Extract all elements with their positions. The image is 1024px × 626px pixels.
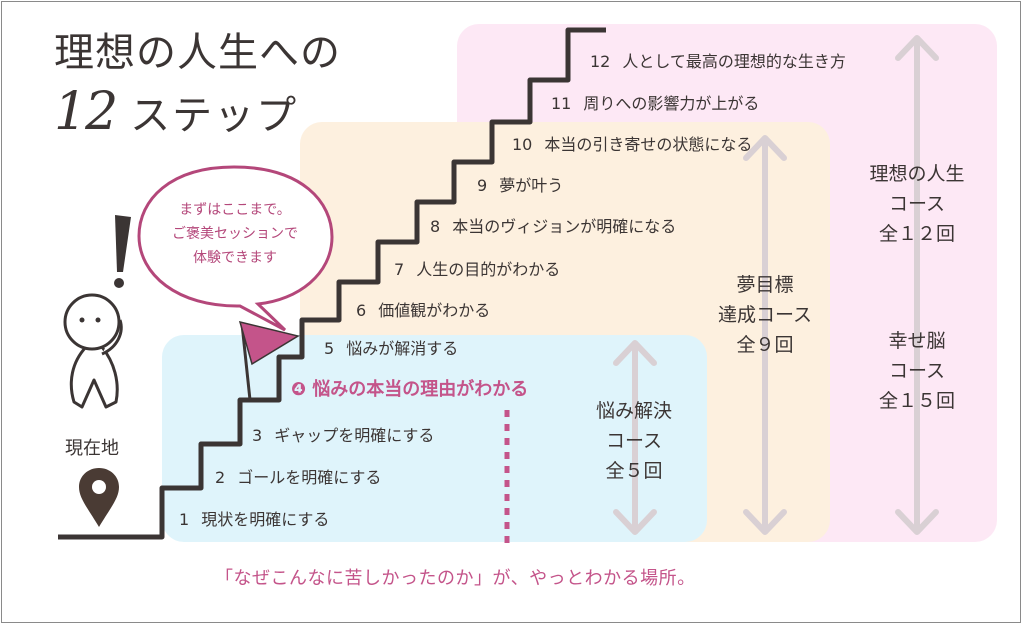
worry-solution-course-panel [162, 335, 707, 542]
course-sessions: 全１２回 [878, 223, 955, 245]
step-number: 2 [215, 468, 226, 487]
step-label: 本当の引き寄せの状態になる [544, 135, 753, 154]
speech-bubble-text: まずはここまで。 ご褒美セッションで 体験できます [150, 198, 320, 270]
step-label: ギャップを明確にする [274, 426, 435, 445]
step-label: 人として最高の理想的な生き方 [622, 52, 846, 71]
step-label: 周りへの影響力が上がる [583, 94, 760, 113]
course-sessions: 全１５回 [878, 390, 955, 412]
step-number: 10 [512, 135, 533, 154]
worry-solution-course-label: 悩み解決 コース 全５回 [584, 396, 684, 486]
step-label: 悩みが解消する [346, 339, 459, 358]
happy-brain-course-label: 幸せ脳 コース 全１５回 [857, 326, 977, 416]
step-number: 6 [356, 301, 367, 320]
step-number: 7 [394, 260, 405, 279]
step-2: 2 ゴールを明確にする [215, 464, 381, 488]
footer-caption: 「なぜこんなに苦しかったのか」が、やっとわかる場所。 [215, 568, 696, 589]
step-1: 1 現状を明確にする [179, 506, 329, 530]
step-number: 5 [324, 339, 335, 358]
speech-bubble [137, 165, 334, 332]
dream-goal-course-label: 夢目標 達成コース 全９回 [705, 270, 825, 360]
course-name: 理想の人生 [869, 163, 965, 185]
step-label: 本当のヴィジョンが明確になる [452, 217, 677, 236]
step-6: 6 価値観がわかる [356, 297, 490, 321]
happy-brain-arrow-icon [895, 35, 939, 535]
bubble-line2: ご褒美セッションで [172, 226, 298, 242]
step-label: 価値観がわかる [378, 301, 491, 320]
course-type: 達成コース [717, 304, 813, 326]
step-label: 夢が叶う [499, 176, 564, 195]
step-11: 11 周りへの影響力が上がる [551, 90, 759, 114]
course-type: コース [605, 430, 663, 452]
step-3: 3 ギャップを明確にする [252, 422, 434, 446]
course-name: 幸せ脳 [888, 330, 946, 352]
person-icon [63, 293, 123, 409]
title-line1: 理想の人生への [54, 30, 341, 76]
dream-goal-arrow-icon [743, 135, 787, 535]
exclamation-icon [114, 215, 131, 288]
step-10: 10 本当の引き寄せの状態になる [512, 131, 752, 155]
flag-icon [238, 320, 300, 401]
step-number: ❹ [291, 379, 307, 400]
step-label: 人生の目的がわかる [416, 260, 561, 279]
step-number: 9 [477, 176, 488, 195]
worry-solution-arrow-icon [613, 340, 657, 535]
course-name: 夢目標 [736, 274, 794, 296]
bubble-line1: まずはここまで。 [179, 202, 291, 218]
step-9: 9 夢が叶う [477, 172, 563, 196]
step-12: 12 人として最高の理想的な生き方 [590, 48, 846, 72]
current-location-label: 現在地 [65, 438, 119, 459]
ideal-life-course-label: 理想の人生 コース 全１２回 [857, 159, 977, 249]
step-number: 11 [551, 94, 572, 113]
step-7: 7 人生の目的がわかる [394, 256, 560, 280]
step-number: 12 [590, 52, 611, 71]
course-sessions: 全９回 [736, 334, 794, 356]
course-type: コース [888, 193, 946, 215]
step-label: ゴールを明確にする [237, 468, 382, 487]
title-line2: 12 ステップ [54, 82, 298, 142]
course-name: 悩み解決 [595, 400, 672, 422]
step-number: 8 [430, 217, 441, 236]
title-number: 12 [54, 82, 118, 142]
bubble-line3: 体験できます [193, 250, 277, 266]
step-number: 3 [252, 426, 263, 445]
course-type: コース [888, 360, 946, 382]
step-number: 1 [179, 510, 190, 529]
range-arrows [613, 35, 939, 535]
course-sessions: 全５回 [605, 460, 663, 482]
step-label: 現状を明確にする [201, 510, 330, 529]
step-label: 悩みの本当の理由がわかる [312, 379, 529, 400]
location-pin-icon [79, 468, 119, 527]
step-5: 5 悩みが解消する [324, 335, 458, 359]
title-line2-text: ステップ [130, 93, 299, 139]
step-8: 8 本当のヴィジョンが明確になる [430, 213, 676, 237]
staircase-line [58, 27, 606, 540]
